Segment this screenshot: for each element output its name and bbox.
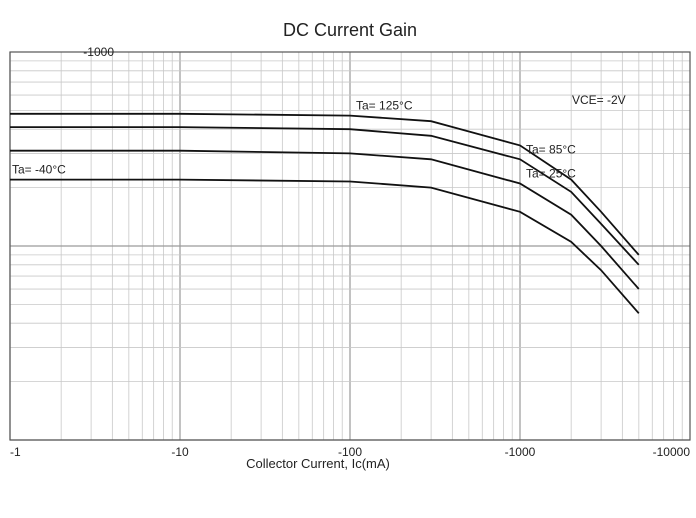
chart-title: DC Current Gain	[283, 20, 417, 40]
tick-labels: -1 -10 -100 -1000 -10000 -1000	[10, 45, 690, 459]
plot-border	[9, 51, 691, 441]
series-label: Ta= -40°C	[12, 163, 66, 177]
series-label: Ta= 85°C	[526, 142, 576, 156]
series-labels: Ta= 125°C Ta= 85°C Ta= 25°C Ta= -40°C	[12, 99, 576, 181]
x-tick-label: -100	[338, 445, 362, 459]
series-label: Ta= 25°C	[526, 167, 576, 181]
plot-frame	[9, 51, 691, 441]
series-layer	[10, 112, 640, 314]
x-tick-label: -1	[10, 445, 21, 459]
series-line	[10, 178, 640, 314]
x-axis-label: Collector Current, Ic(mA)	[246, 456, 390, 471]
x-tick-label: -10	[171, 445, 189, 459]
condition-label: VCE= -2V	[572, 93, 626, 107]
series-label: Ta= 125°C	[356, 99, 413, 113]
grid	[9, 52, 690, 441]
series-line	[10, 126, 640, 266]
x-tick-label: -10000	[653, 445, 691, 459]
series-line	[10, 149, 640, 290]
x-tick-label: -1000	[505, 445, 536, 459]
series-line	[10, 112, 640, 256]
y-tick-label: -1000	[83, 45, 114, 59]
